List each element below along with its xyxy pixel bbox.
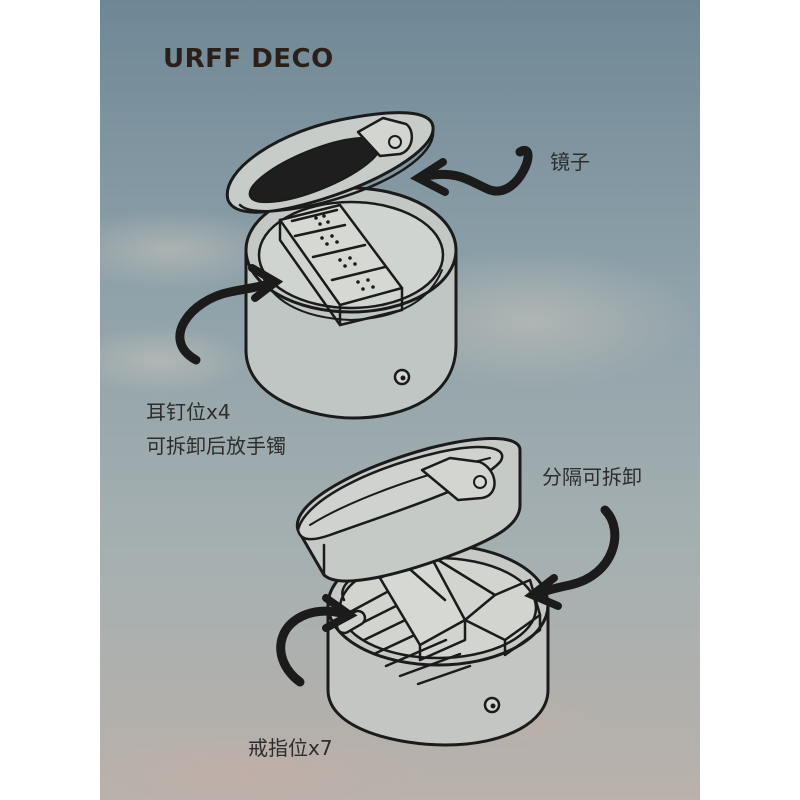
cloud <box>100 730 430 800</box>
label-ring-slots: 戒指位x7 <box>248 736 333 760</box>
brand-logo: URFF DECO <box>163 44 334 74</box>
annotation-arrows <box>175 145 620 687</box>
cloud <box>100 210 280 290</box>
mirror-lid <box>225 111 435 214</box>
earring-tray <box>278 203 404 327</box>
label-mirror: 镜子 <box>550 150 590 174</box>
jewelry-box-open-top <box>225 111 458 420</box>
jewelry-box-open-bottom <box>295 436 550 747</box>
label-removable-divider: 分隔可拆卸 <box>542 465 642 489</box>
arrow-earring <box>175 278 277 365</box>
illustration-panel: URFF DECO 镜子 耳钉位x4 可拆卸后放手镯 分隔可拆卸 戒指位x7 <box>100 0 700 800</box>
arrow-divider <box>531 505 620 599</box>
lid-with-strap <box>295 436 522 583</box>
label-removable-bangle: 可拆卸后放手镯 <box>146 434 286 458</box>
arrow-ring <box>276 606 351 687</box>
cloud <box>100 325 250 395</box>
arrow-mirror <box>421 145 533 196</box>
illustration <box>100 0 700 800</box>
label-stud-slots: 耳钉位x4 <box>146 400 231 424</box>
